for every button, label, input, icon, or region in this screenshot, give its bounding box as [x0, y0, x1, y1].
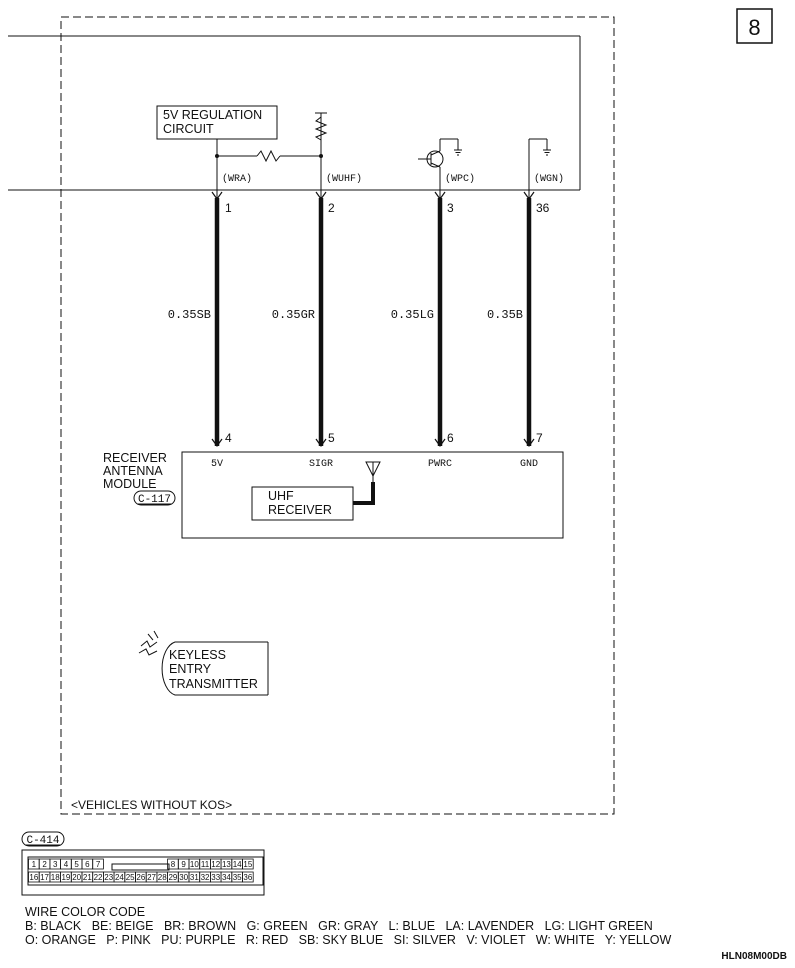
pin-number: 25	[126, 873, 135, 882]
module-label-sigr: SIGR	[309, 459, 333, 470]
radio-signal-icon	[138, 630, 159, 656]
ecu-pin-1: 1	[225, 201, 232, 215]
wire-label-0-35lg: 0.35LG	[391, 308, 434, 322]
wire-label-0-35b: 0.35B	[487, 308, 523, 322]
pin-number: 34	[222, 873, 231, 882]
legend-title: WIRE COLOR CODE	[25, 905, 145, 919]
ecu-pin-36: 36	[536, 201, 550, 215]
ecu-internal-circuitry	[215, 112, 551, 198]
module-pin-7: 7	[536, 431, 543, 445]
signal-label-wra: (WRA)	[222, 173, 252, 185]
pin-number: 23	[104, 873, 113, 882]
signal-label-wpc: (WPC)	[445, 173, 475, 185]
pin-number: 11	[201, 860, 210, 869]
legend-line1: B: BLACK BE: BEIGE BR: BROWN G: GREEN GR…	[25, 919, 653, 933]
pin-number: 16	[29, 873, 38, 882]
module-label-5v: 5V	[211, 459, 223, 470]
kos-dashed-boundary	[60, 16, 615, 815]
regulation-label-line1: 5V REGULATION	[163, 108, 262, 122]
connector-label-c117: C-117	[133, 490, 176, 506]
transmitter-block: KEYLESS ENTRY TRANSMITTER	[161, 641, 269, 696]
uhf-label-line2: RECEIVER	[268, 503, 332, 517]
pin-number: 31	[190, 873, 199, 882]
pin-number: 22	[94, 873, 103, 882]
module-pin-5: 5	[328, 431, 335, 445]
connector-c117-text: C-117	[138, 494, 171, 506]
pin-number: 29	[168, 873, 177, 882]
module-title-line3: MODULE	[103, 477, 156, 491]
pin-number: 20	[72, 873, 81, 882]
transistor-icon	[418, 138, 459, 198]
pin-number: 9	[181, 860, 186, 869]
pin-number: 8	[171, 860, 176, 869]
pin-number: 5	[74, 860, 79, 869]
pin-number: 2	[42, 860, 47, 869]
pin-number: 13	[222, 860, 231, 869]
pin-number: 1	[32, 860, 37, 869]
uhf-label-line1: UHF	[268, 489, 294, 503]
module-label-pwrc: PWRC	[428, 459, 452, 470]
pin-number: 27	[147, 873, 156, 882]
module-title-line2: ANTENNA	[103, 464, 163, 478]
antenna-icon	[353, 461, 381, 505]
uhf-receiver-block: UHF RECEIVER	[251, 486, 354, 521]
ground-symbol-icon	[543, 149, 551, 156]
wire-label-0-35sb: 0.35SB	[168, 308, 211, 322]
signal-label-wgn: (WGN)	[534, 173, 564, 185]
pin-number: 3	[53, 860, 58, 869]
module-pin-6: 6	[447, 431, 454, 445]
pin-cell	[242, 858, 254, 870]
pullup-resistor-symbol	[314, 116, 328, 141]
pin-number: 26	[136, 873, 145, 882]
pin-number: 10	[190, 860, 199, 869]
ecu-pin-2: 2	[328, 201, 335, 215]
ecu-pin-3: 3	[447, 201, 454, 215]
pin-number: 30	[179, 873, 188, 882]
pin-number: 7	[96, 860, 101, 869]
pin-number: 4	[64, 860, 69, 869]
ecu-box	[8, 35, 581, 191]
pin-number: 19	[61, 873, 70, 882]
pin-number: 18	[51, 873, 60, 882]
module-title-line1: RECEIVER	[103, 451, 167, 465]
pin-number: 28	[158, 873, 167, 882]
legend-line2: O: ORANGE P: PINK PU: PURPLE R: RED SB: …	[25, 933, 671, 947]
signal-label-wuhf: (WUHF)	[326, 173, 362, 185]
pin-number: 24	[115, 873, 124, 882]
regulation-label-line2: CIRCUIT	[163, 122, 214, 136]
transmitter-label-line1: KEYLESS	[169, 648, 226, 662]
page-number: 8	[748, 15, 760, 40]
pin-number: 17	[40, 873, 49, 882]
pin-number: 15	[243, 860, 252, 869]
pin-number: 33	[211, 873, 220, 882]
connector-c414-label: C-414	[26, 835, 59, 847]
pin-number: 14	[233, 860, 242, 869]
wire-label-0-35gr: 0.35GR	[272, 308, 315, 322]
pin-number: 32	[201, 873, 210, 882]
figure-code: HLN08M00DB	[721, 951, 787, 962]
regulation-circuit-block: 5V REGULATION CIRCUIT	[156, 105, 278, 140]
pin-cell	[92, 858, 104, 870]
module-label-gnd: GND	[520, 459, 538, 470]
page-number-box: 8	[736, 8, 773, 44]
vehicle-note: <VEHICLES WITHOUT KOS>	[71, 798, 232, 812]
receiver-module-box	[181, 451, 564, 539]
pin-number: 12	[211, 860, 220, 869]
transmitter-label-line2: ENTRY	[169, 662, 212, 676]
ground-symbol-icon	[454, 149, 462, 156]
pin-number: 6	[85, 860, 90, 869]
pin-number: 21	[83, 873, 92, 882]
pin-number: 35	[233, 873, 242, 882]
harness-wires	[214, 198, 532, 446]
terminal-markers	[211, 191, 535, 448]
module-pin-4: 4	[225, 431, 232, 445]
resistor-symbol	[256, 149, 281, 163]
transmitter-label-line3: TRANSMITTER	[169, 677, 258, 691]
pin-cell	[242, 871, 254, 883]
pin-number: 36	[243, 873, 252, 882]
